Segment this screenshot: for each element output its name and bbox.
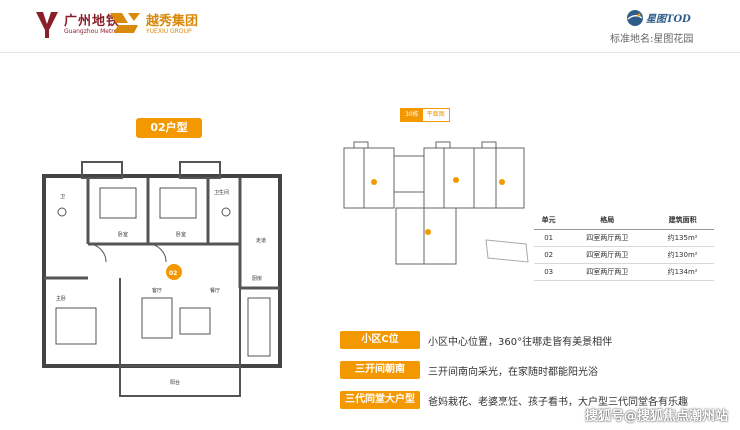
building-label-chip: 30栋 平面图	[400, 108, 450, 122]
feature-tag-3: 三代同堂大户型	[340, 391, 420, 409]
unit-floor-plan: 卧室 卧室 卫生间 卫 客厅 餐厅 主卧 厨房 阳台 走道 02	[42, 161, 282, 397]
unit-marker-circle	[166, 264, 182, 280]
unit-marker-label: 02	[169, 270, 177, 277]
table-cell: 约135m²	[651, 229, 714, 247]
feature-row-1: 小区C位 小区中心位置，360°往哪走皆有美景相伴	[340, 330, 612, 350]
building-unit-dot-4	[425, 229, 431, 235]
star-tod-brand: 星图TOD	[646, 14, 691, 25]
feature-desc-3: 爸妈栽花、老婆烹饪、孩子看书，大户型三代同堂各有乐趣	[428, 396, 688, 408]
unit-type-badge: 02户型	[136, 118, 202, 138]
room-living: 客厅	[152, 287, 162, 294]
metro-name: 广州地铁	[64, 14, 121, 29]
table-cell: 02	[534, 246, 564, 264]
table-header-layout: 格局	[563, 212, 652, 230]
room-balcony: 阳台	[170, 379, 180, 386]
header: 广州地铁 Guangzhou Metro 越秀集团 YUEXIU GROUP 星…	[0, 0, 740, 52]
yuexiu-en-name: YUEXIU GROUP	[146, 28, 192, 35]
room-dining: 餐厅	[210, 287, 220, 294]
building-plan-label: 平面图	[426, 111, 445, 118]
feature-desc-2: 三开间南向采光，在家随时都能阳光浴	[428, 366, 598, 378]
table-row: 03 四室两厅两卫 约134m²	[534, 263, 714, 281]
table-header-area: 建筑面积	[651, 212, 714, 230]
table-cell: 约134m²	[651, 263, 714, 281]
table-cell: 03	[534, 263, 564, 281]
room-kitchen: 厨房	[252, 275, 262, 282]
room-bath-1: 卫生间	[214, 189, 229, 196]
metro-en-name: Guangzhou Metro	[64, 28, 118, 35]
unit-area-table: 单元 格局 建筑面积 01 四室两厅两卫 约135m² 02 四室两厅两卫 约1…	[534, 212, 714, 281]
table-header-row: 单元 格局 建筑面积	[534, 212, 714, 230]
building-floor-plan	[343, 141, 529, 265]
room-bedroom-1: 卧室	[118, 231, 128, 238]
standard-place-name: 标准地名:星图花园	[610, 34, 694, 45]
table-row: 02 四室两厅两卫 约130m²	[534, 246, 714, 264]
room-master: 主卧	[56, 295, 66, 302]
feature-row-2: 三开间朝南 三开间南向采光，在家随时都能阳光浴	[340, 360, 598, 380]
room-bedroom-2: 卧室	[176, 231, 186, 238]
feature-row-3: 三代同堂大户型 爸妈栽花、老婆烹饪、孩子看书，大户型三代同堂各有乐趣	[340, 390, 688, 410]
room-corridor: 走道	[256, 237, 266, 244]
feature-tag-2: 三开间朝南	[340, 361, 420, 379]
building-name: 30栋	[401, 109, 423, 121]
header-divider	[0, 52, 740, 53]
table-header-unit: 单元	[534, 212, 564, 230]
feature-desc-1: 小区中心位置，360°往哪走皆有美景相伴	[428, 336, 613, 348]
room-bath-2: 卫	[60, 194, 65, 200]
table-cell: 四室两厅两卫	[563, 263, 652, 281]
yuexiu-logo-icon	[110, 13, 140, 33]
building-unit-dot-2	[453, 177, 459, 183]
table-row: 01 四室两厅两卫 约135m²	[534, 229, 714, 247]
site-plan-thumbnail	[485, 239, 529, 263]
building-unit-dot-3	[499, 179, 505, 185]
yuexiu-name: 越秀集团	[146, 14, 199, 29]
table-cell: 01	[534, 229, 564, 247]
guangzhou-metro-logo-icon	[36, 12, 58, 38]
globe-star-icon	[627, 10, 643, 26]
table-cell: 四室两厅两卫	[563, 229, 652, 247]
table-cell: 约130m²	[651, 246, 714, 264]
building-unit-dot-1	[371, 179, 377, 185]
feature-tag-1: 小区C位	[340, 331, 420, 349]
source-watermark: 搜狐号@搜狐焦点潮州站	[584, 409, 728, 424]
table-cell: 四室两厅两卫	[563, 246, 652, 264]
